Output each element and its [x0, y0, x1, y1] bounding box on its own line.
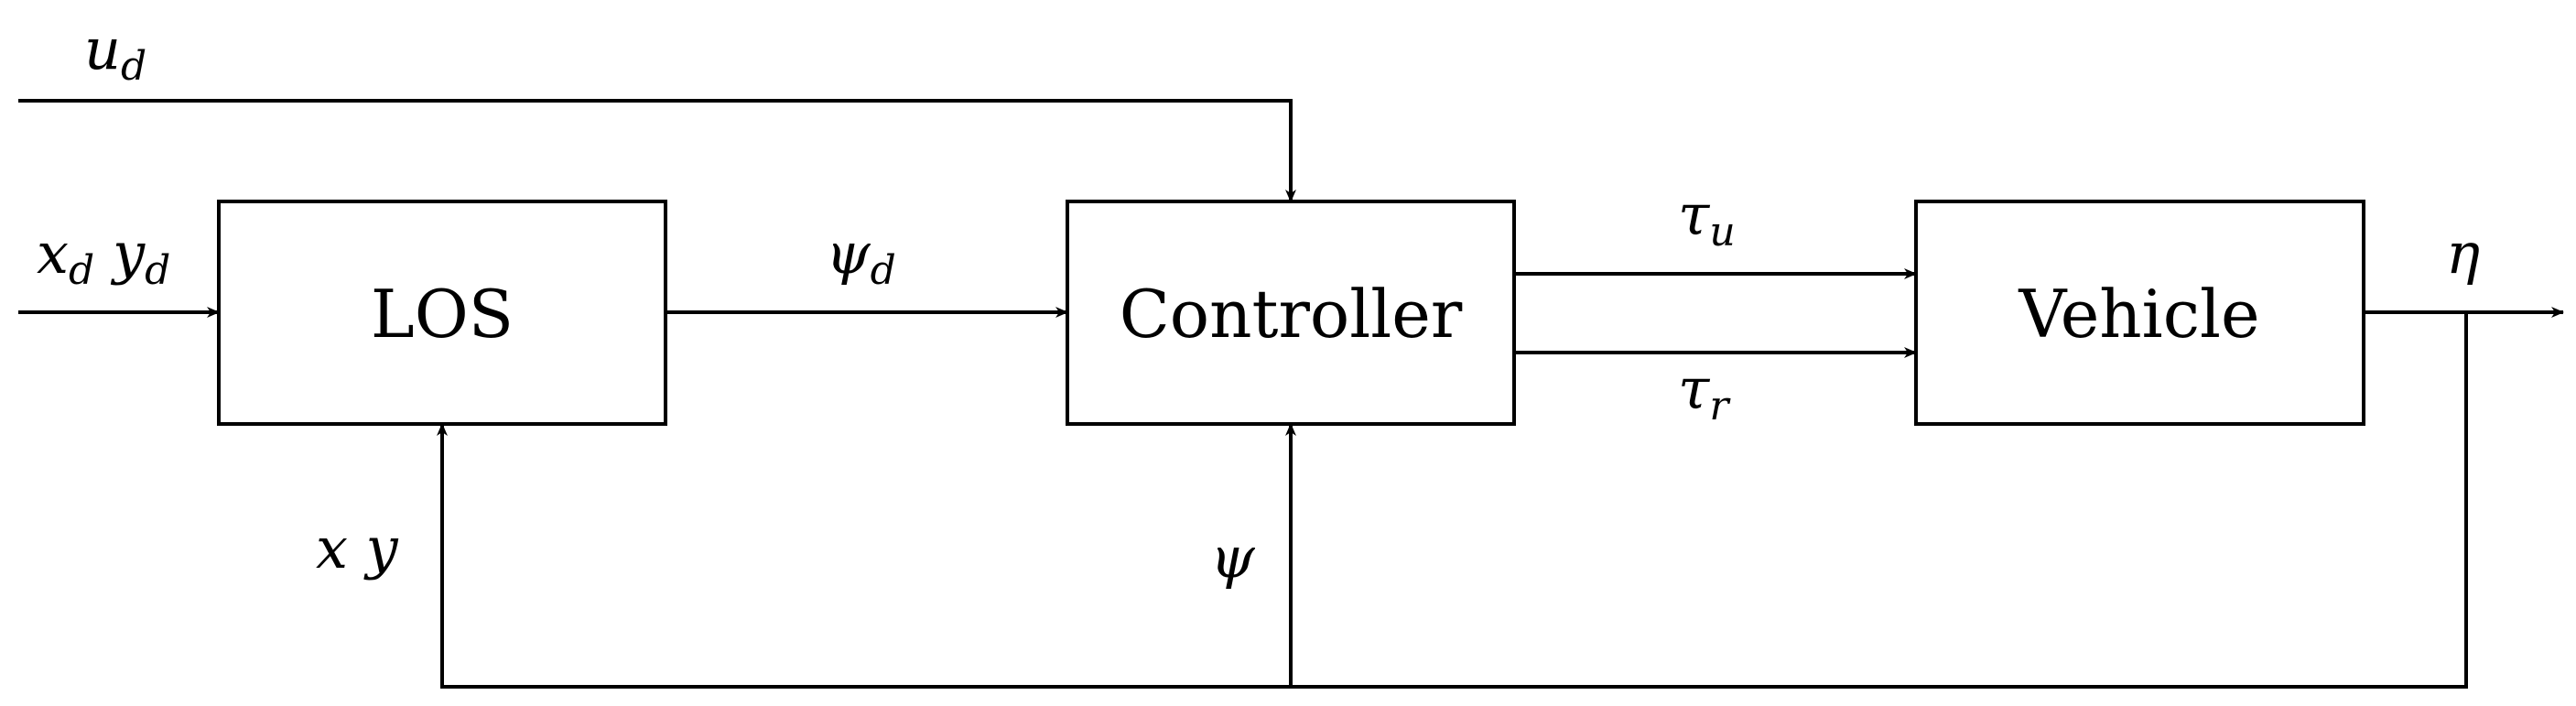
heading-feedback-label: ψ [1210, 524, 1256, 591]
los-block-label: LOS [371, 276, 514, 353]
position-feedback-line [437, 312, 2468, 689]
los-block: LOS [217, 200, 667, 426]
vehicle-block-label: Vehicle [2018, 276, 2259, 353]
yaw-moment-label: τr [1678, 355, 1731, 429]
vehicle-block: Vehicle [1914, 200, 2365, 426]
position-feedback-label: x y [316, 515, 399, 581]
speed-reference-label: ud [84, 16, 146, 90]
controller-block-label: Controller [1120, 276, 1463, 353]
output-label: η [2446, 220, 2480, 287]
heading-reference-label: ψd [826, 220, 896, 294]
speed-reference-line [18, 99, 1296, 202]
controller-block: Controller [1066, 200, 1516, 426]
surge-force-label: τu [1678, 181, 1736, 255]
